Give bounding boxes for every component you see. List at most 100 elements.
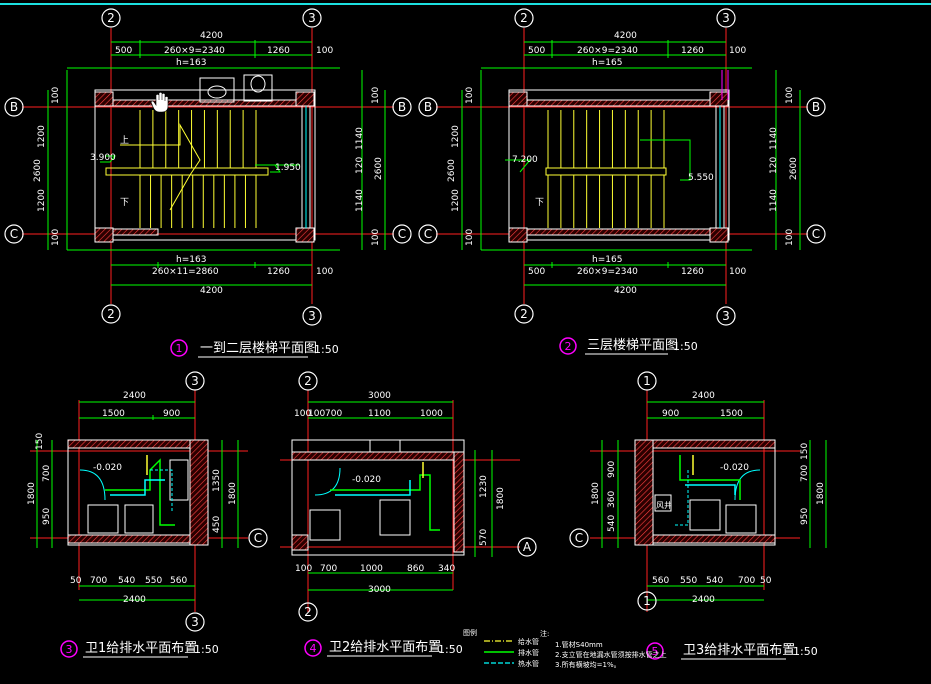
- dim-b-560: 560: [170, 576, 187, 586]
- dim-right-1800: 1800: [816, 482, 826, 505]
- bubble-label: C: [10, 227, 18, 241]
- dim-treads-bottom: 260×9=2340: [577, 267, 638, 277]
- dimension-lines: [308, 401, 493, 591]
- caption-title-3: 卫1给排水平面布置: [85, 641, 197, 656]
- dimension-lines: [47, 40, 386, 286]
- dim-right-700: 700: [800, 465, 810, 482]
- bubble-label: A: [523, 540, 532, 554]
- dim-1260: 1260: [681, 46, 704, 56]
- washbasin: [124, 504, 154, 534]
- dim-left-1200a: 1200: [37, 125, 47, 148]
- toilet-bowl: [250, 75, 266, 93]
- dim-b-550: 550: [145, 576, 162, 586]
- door-swing: [314, 467, 341, 496]
- wall-bottom: [112, 228, 159, 236]
- dim-b-100: 100: [295, 564, 312, 574]
- level-1950: 1.950: [275, 163, 301, 173]
- shaft-tag: 风井: [656, 500, 672, 510]
- drain-pipe: [679, 455, 741, 500]
- wc-plan-2: 3000 100 100 700 1100 1000 1230 1800 570…: [280, 390, 520, 612]
- door-swing: [79, 469, 106, 501]
- column-br: [295, 227, 315, 243]
- dim-right-100b: 100: [785, 229, 795, 246]
- bubble-p2-c-left: [418, 224, 438, 244]
- caption-num-3: 3: [66, 643, 73, 656]
- bubble-p2-top-3: [716, 8, 736, 28]
- legend-title: 图例: [463, 628, 477, 637]
- bubble-label: B: [424, 100, 432, 114]
- dim-left-950: 950: [42, 508, 52, 525]
- dim-left-1200a: 1200: [451, 125, 461, 148]
- note-line: 1.管材S40mm: [555, 640, 603, 649]
- wall-bottom: [67, 534, 209, 544]
- note-line: 3.所有横坡均=1%。: [555, 660, 621, 669]
- dim-left-2600: 2600: [33, 159, 43, 182]
- dim-1500: 1500: [102, 409, 125, 419]
- dim-right-120: 120: [769, 157, 779, 174]
- dim-right-1140b: 1140: [355, 189, 365, 212]
- toilet: [725, 504, 757, 534]
- wall-top: [526, 99, 711, 107]
- bubble-p2-c-right: [806, 224, 826, 244]
- wall-top: [112, 99, 297, 107]
- dim-right-450: 450: [212, 516, 222, 533]
- toilet: [243, 74, 273, 102]
- caption-bubble-1: [170, 339, 188, 357]
- notes: 注: 1.管材S40mm 2.支立管在地漏水管须按排水管之上 3.所有横坡均=1…: [540, 629, 667, 669]
- dim-right-1800: 1800: [228, 482, 238, 505]
- dim-100-bottom: 100: [729, 267, 746, 277]
- caption-num-2: 2: [565, 340, 572, 353]
- dim-right-1140a: 1140: [769, 127, 779, 150]
- washbasin: [309, 509, 341, 541]
- wall-top: [67, 439, 209, 449]
- dim-left-2600: 2600: [447, 159, 457, 182]
- dim-right-120: 120: [355, 157, 365, 174]
- dim-2400: 2400: [123, 391, 146, 401]
- stair-plan-2: 4200 500 260×9=2340 1260 100 h=165 h=165…: [436, 28, 808, 304]
- bubble-label: 2: [520, 307, 528, 321]
- dim-right-1800: 1800: [496, 487, 506, 510]
- level-marker-2: [255, 164, 300, 173]
- bubble-p5-side: [569, 528, 589, 548]
- bubble-p1-bot-2: [101, 304, 121, 324]
- bubble-p2-bot-3: [716, 306, 736, 326]
- column-bl: [508, 227, 528, 243]
- dim-right-100b: 100: [371, 229, 381, 246]
- level-marker-2: [640, 139, 691, 181]
- dimension-lines: [461, 40, 801, 286]
- dim-b-50: 50: [760, 576, 772, 586]
- captions: 1 一到二层楼梯平面图 1:50 2 三层楼梯平面图 1:50 3 卫1给排水平…: [60, 337, 818, 660]
- bubble-p2-b-left: [418, 97, 438, 117]
- bubble-label: 1: [643, 374, 651, 388]
- level-5550: 5.550: [688, 173, 714, 183]
- dim-b-340: 340: [438, 564, 455, 574]
- dim-total-top: 4200: [614, 31, 637, 41]
- dim-left-100b: 100: [465, 229, 475, 246]
- bubble-label: B: [398, 100, 406, 114]
- dim-100: 100: [316, 46, 333, 56]
- axis-bubbles: [4, 8, 826, 632]
- window-top-border: [0, 3, 931, 5]
- bubble-p2-bot-2: [514, 304, 534, 324]
- washbasin: [199, 77, 235, 103]
- wall-top: [634, 439, 776, 449]
- caption-num-1: 1: [176, 342, 183, 355]
- bubble-p4-top: [298, 371, 318, 391]
- drain-pipe: [330, 474, 440, 531]
- bubble-label: 3: [308, 309, 316, 323]
- arrow-down-label: 下: [535, 198, 544, 208]
- bubble-label: 1: [643, 594, 651, 608]
- bubble-p1-c-right: [392, 224, 412, 244]
- dim-right-570: 570: [479, 529, 489, 546]
- walk-direction-line: [120, 123, 201, 211]
- dim-b-860: 860: [407, 564, 424, 574]
- dim-b-1000: 1000: [360, 564, 383, 574]
- toilet: [87, 504, 119, 534]
- door-swing: [734, 469, 761, 501]
- column-bl: [291, 534, 309, 551]
- toilet: [379, 499, 411, 536]
- caption-scale-1: 1:50: [314, 343, 339, 356]
- dim-b-2400: 2400: [123, 595, 146, 605]
- column-tr: [709, 91, 729, 107]
